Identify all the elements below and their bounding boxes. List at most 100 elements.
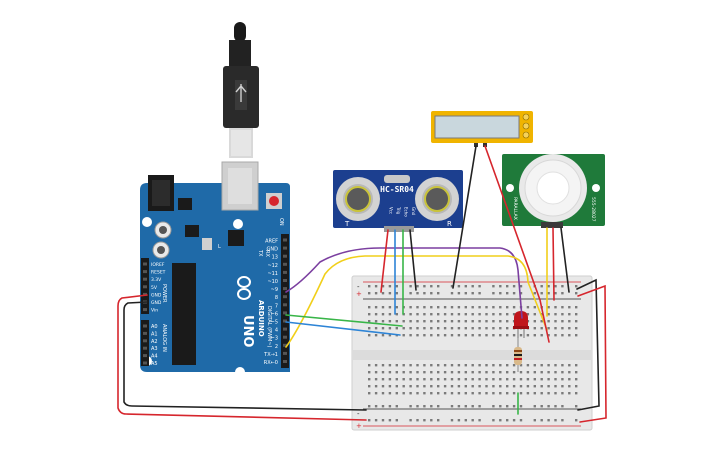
breadboard-hole[interactable] [368,392,371,395]
breadboard-hole[interactable] [492,419,495,422]
breadboard-hole[interactable] [519,292,523,295]
breadboard-hole[interactable] [381,392,385,395]
breadboard-hole[interactable] [423,292,426,295]
breadboard-hole[interactable] [437,285,440,288]
breadboard-hole[interactable] [395,392,398,395]
breadboard-hole[interactable] [368,320,371,323]
breadboard-hole[interactable] [374,327,378,330]
breadboard-hole[interactable] [526,385,530,388]
breadboard-hole[interactable] [533,292,536,295]
breadboard-hole[interactable] [437,392,440,395]
breadboard-hole[interactable] [402,320,405,323]
breadboard-hole[interactable] [540,378,543,381]
breadboard-hole[interactable] [547,285,550,288]
breadboard-hole[interactable] [395,292,398,295]
breadboard-hole[interactable] [485,313,488,316]
breadboard-hole[interactable] [409,364,412,367]
breadboard-hole[interactable] [575,285,578,288]
breadboard-hole[interactable] [478,306,481,309]
breadboard-hole[interactable] [457,364,461,367]
breadboard-hole[interactable] [547,364,550,367]
breadboard-hole[interactable] [568,320,571,323]
breadboard-hole[interactable] [554,292,557,295]
breadboard-hole[interactable] [478,327,481,330]
breadboard-hole[interactable] [506,385,509,388]
breadboard-hole[interactable] [381,313,385,316]
breadboard-hole[interactable] [533,392,536,395]
digital-pin[interactable] [283,335,287,339]
breadboard-hole[interactable] [368,371,371,374]
breadboard-hole[interactable] [388,419,392,422]
breadboard-hole[interactable] [540,405,543,408]
breadboard-hole[interactable] [464,364,467,367]
breadboard-hole[interactable] [533,327,536,330]
breadboard-hole[interactable] [547,313,550,316]
breadboard-hole[interactable] [471,292,474,295]
breadboard-hole[interactable] [368,364,371,367]
breadboard-hole[interactable] [374,371,378,374]
breadboard-hole[interactable] [575,371,578,374]
breadboard-hole[interactable] [402,392,405,395]
breadboard-hole[interactable] [499,320,502,323]
breadboard-hole[interactable] [381,320,385,323]
breadboard-hole[interactable] [492,334,495,337]
breadboard-hole[interactable] [368,334,371,337]
breadboard-hole[interactable] [416,405,419,408]
breadboard-hole[interactable] [457,405,461,408]
breadboard-hole[interactable] [492,392,495,395]
breadboard-hole[interactable] [575,327,578,330]
breadboard-hole[interactable] [499,364,502,367]
breadboard-hole[interactable] [471,392,474,395]
breadboard-hole[interactable] [437,327,440,330]
breadboard-hole[interactable] [478,313,481,316]
breadboard-hole[interactable] [499,378,502,381]
breadboard-hole[interactable] [506,306,509,309]
digital-pin[interactable] [283,319,287,323]
digital-pin[interactable] [283,295,287,299]
digital-pin[interactable] [283,238,287,242]
breadboard-hole[interactable] [464,405,467,408]
analog-pin[interactable] [143,361,147,365]
breadboard-hole[interactable] [554,385,557,388]
breadboard-hole[interactable] [478,371,481,374]
breadboard-hole[interactable] [450,378,454,381]
breadboard-hole[interactable] [512,385,516,388]
breadboard-hole[interactable] [561,306,564,309]
analog-pin[interactable] [143,354,147,358]
breadboard-hole[interactable] [430,405,433,408]
power-pin[interactable] [143,292,147,296]
breadboard-hole[interactable] [402,364,405,367]
breadboard-hole[interactable] [388,320,392,323]
digital-pin[interactable] [283,270,287,274]
breadboard-hole[interactable] [450,364,454,367]
breadboard-hole[interactable] [547,392,550,395]
breadboard-hole[interactable] [485,334,488,337]
breadboard-hole[interactable] [416,371,419,374]
breadboard-hole[interactable] [409,306,412,309]
breadboard-hole[interactable] [526,364,530,367]
breadboard-hole[interactable] [443,334,447,337]
breadboard-hole[interactable] [450,334,454,337]
breadboard-hole[interactable] [554,392,557,395]
breadboard-hole[interactable] [430,385,433,388]
breadboard-hole[interactable] [519,392,523,395]
breadboard-hole[interactable] [540,419,543,422]
breadboard-hole[interactable] [423,378,426,381]
breadboard-hole[interactable] [423,405,426,408]
breadboard-hole[interactable] [478,419,481,422]
breadboard-hole[interactable] [492,405,495,408]
breadboard-hole[interactable] [395,371,398,374]
breadboard-hole[interactable] [402,371,405,374]
breadboard-hole[interactable] [575,364,578,367]
breadboard-hole[interactable] [471,285,474,288]
breadboard-hole[interactable] [512,405,516,408]
breadboard-hole[interactable] [471,419,474,422]
breadboard-hole[interactable] [561,405,564,408]
breadboard-hole[interactable] [381,364,385,367]
breadboard-hole[interactable] [457,378,461,381]
breadboard-hole[interactable] [457,419,461,422]
breadboard-hole[interactable] [554,306,557,309]
breadboard-hole[interactable] [374,306,378,309]
breadboard-hole[interactable] [374,313,378,316]
breadboard-hole[interactable] [540,320,543,323]
